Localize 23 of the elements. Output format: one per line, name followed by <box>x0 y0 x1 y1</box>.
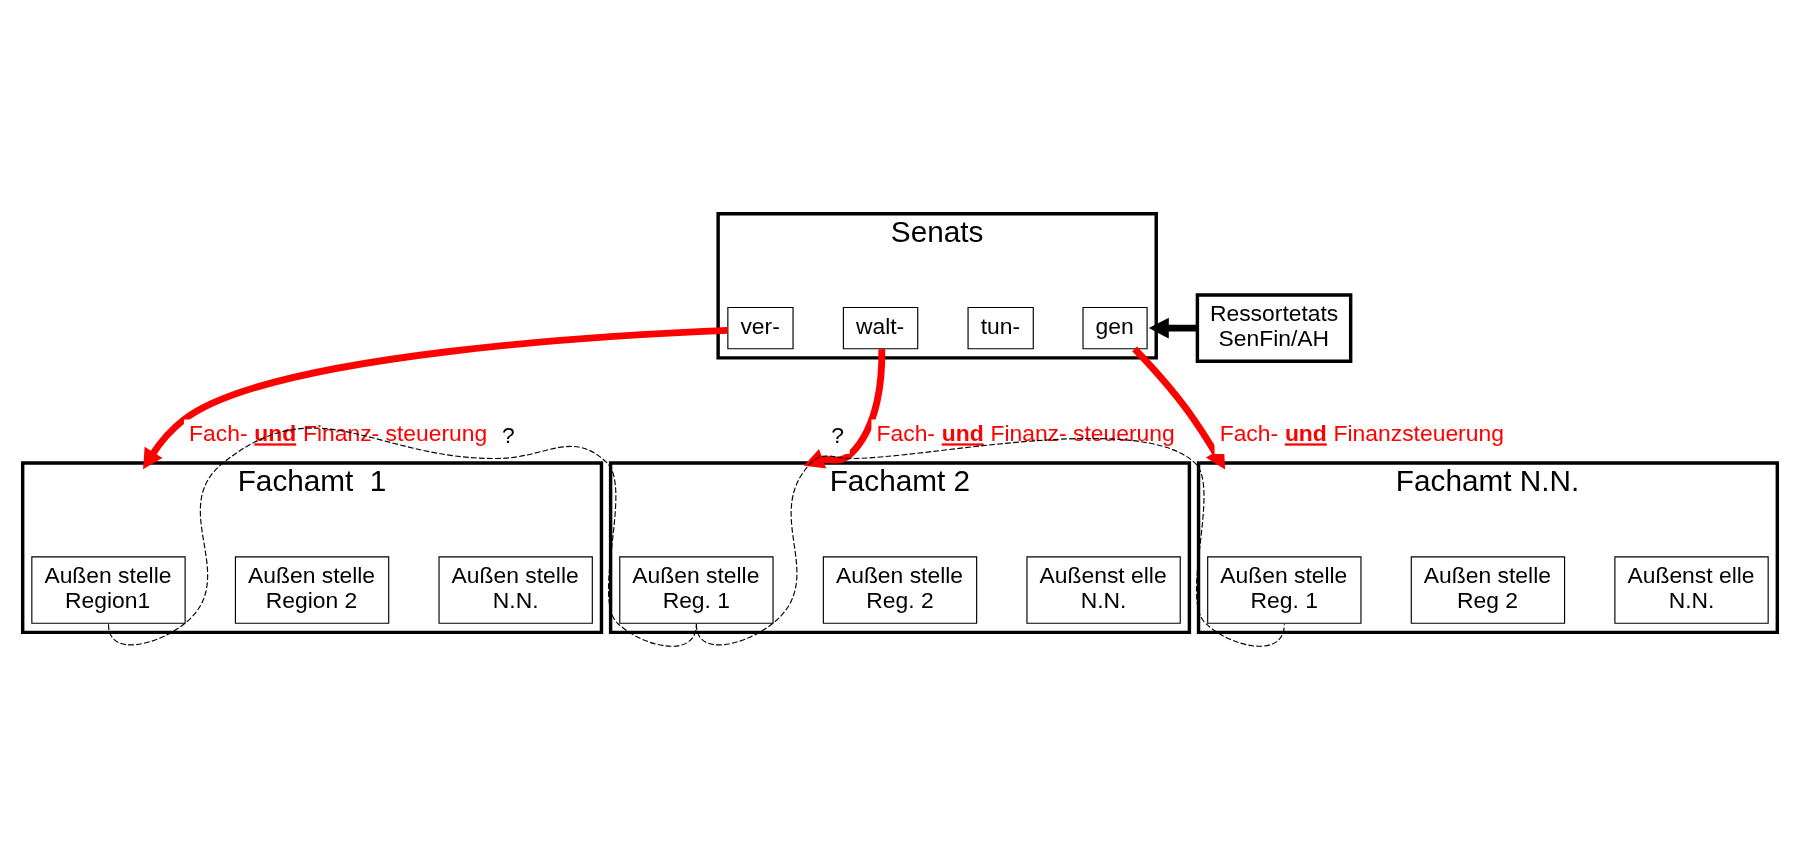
edge-label: ? <box>831 421 845 448</box>
node-box: Außen stelle Reg. 1 <box>619 556 774 624</box>
arrow <box>1132 346 1226 470</box>
node-box: Ressortetats SenFin/AH <box>1195 293 1353 363</box>
node-box: walt- <box>842 306 919 350</box>
node-box: Außen stelle Reg. 2 <box>822 556 978 624</box>
arrow <box>143 326 728 470</box>
node-box: Außenst elle N.N. <box>1614 556 1769 624</box>
edge-label: ? <box>501 421 515 448</box>
edge-label: Fach- und Finanzsteuerung <box>1219 420 1504 447</box>
node-box: Außen stelle N.N. <box>438 556 593 624</box>
arrow <box>1148 317 1198 339</box>
edge-label: Fach- und Finanz- steuerung <box>876 420 1175 447</box>
node-box: Außenst elle N.N. <box>1026 556 1181 624</box>
node-box: Außen stelle Reg 2 <box>1410 556 1566 624</box>
node-box: tun- <box>967 306 1034 350</box>
node-box: Außen stelle Region1 <box>31 556 186 624</box>
connector <box>695 437 1285 647</box>
node-box: Außen stelle Region 2 <box>234 556 390 624</box>
node-box: ver- <box>727 306 794 350</box>
node-box: Außen stelle Reg. 1 <box>1207 556 1362 624</box>
connector <box>107 427 697 647</box>
node-box: gen <box>1082 306 1148 350</box>
